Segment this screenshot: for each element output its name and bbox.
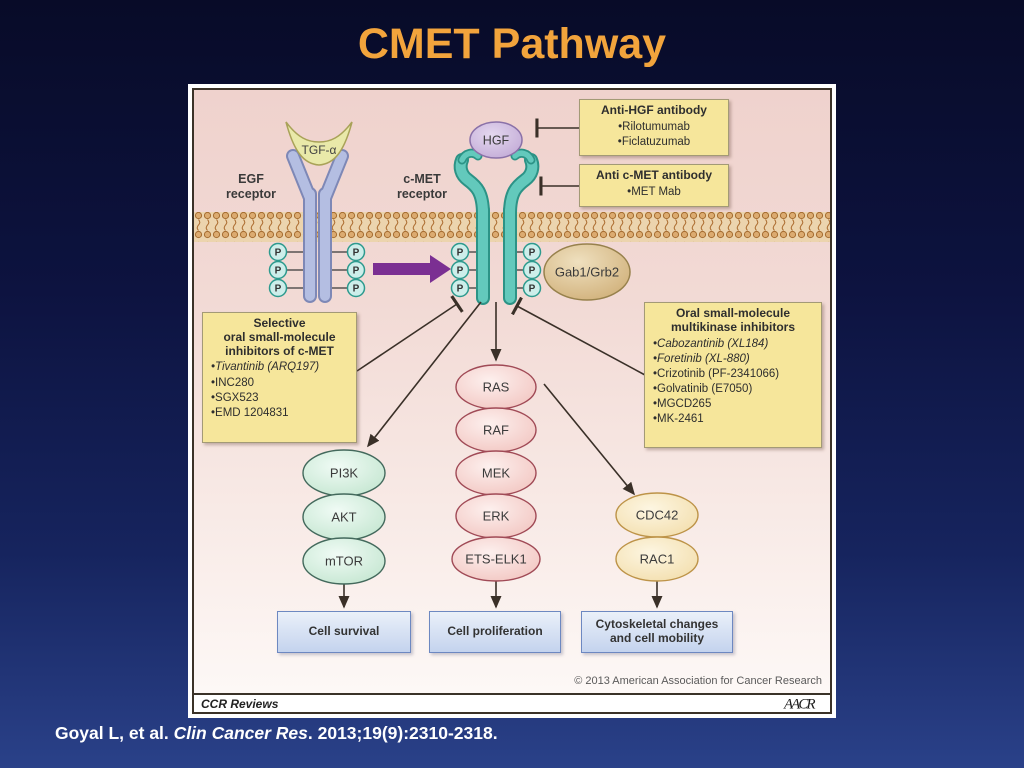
box-title: Selective oral small-molecule inhibitors… [223, 316, 336, 358]
outcome-cytoskeletal-changes: Cytoskeletal changes and cell mobility [581, 611, 733, 653]
p-circle: P [522, 278, 542, 298]
hgf-ligand: HGF [469, 121, 523, 159]
drug-item: Foretinib (XL-880) [653, 352, 818, 367]
svg-text:P: P [529, 266, 536, 277]
p-circle: P [450, 242, 470, 262]
pathway-diagram: TGF-α [194, 90, 830, 693]
svg-text:P: P [529, 284, 536, 295]
node-ras: RAS [483, 380, 510, 395]
node-akt: AKT [331, 510, 356, 525]
drug-item: MK-2461 [653, 412, 818, 427]
node-mtor: mTOR [325, 554, 363, 569]
svg-text:P: P [275, 248, 282, 259]
gab1-grb2-label: Gab1/Grb2 [555, 265, 619, 280]
outcome-cell-survival: Cell survival [277, 611, 411, 653]
svg-text:AACR: AACR [783, 697, 815, 712]
page-title: CMET Pathway [357, 20, 667, 68]
node-ets-elk1: ETS-ELK1 [465, 552, 526, 567]
svg-text:P: P [275, 266, 282, 277]
p-circle: P [450, 278, 470, 298]
mapk-cascade: RAS RAF MEK ERK ETS-ELK1 [451, 364, 541, 582]
drug-item: MET Mab [583, 185, 725, 200]
drug-item: Crizotinib (PF-2341066) [653, 367, 818, 382]
node-rac1: RAC1 [640, 552, 675, 567]
drug-item: EMD 1204831 [211, 406, 353, 421]
box-title: Anti c-MET antibody [596, 168, 712, 182]
anti-hgf-antibody-box: Anti-HGF antibody Rilotumumab Ficlatuzum… [579, 99, 729, 156]
aacr-logo-icon: AACR [783, 697, 817, 712]
citation-details: . 2013;19(9):2310-2318. [307, 723, 498, 743]
p-circle: P [522, 242, 542, 262]
svg-text:P: P [353, 248, 360, 259]
node-pi3k: PI3K [330, 466, 359, 481]
svg-text:P: P [529, 248, 536, 259]
pi3k-cascade: PI3K AKT mTOR [302, 449, 386, 585]
p-circle: P [268, 260, 288, 280]
drug-item: Ficlatuzumab [583, 135, 725, 150]
p-circle: P [268, 242, 288, 262]
egf-receptor-label: EGF receptor [225, 172, 277, 201]
rho-cascade: CDC42 RAC1 [615, 492, 699, 582]
phosphate-ticks [287, 251, 523, 289]
p-circle: P [268, 278, 288, 298]
drug-item: Rilotumumab [583, 120, 725, 135]
outcome-cell-proliferation: Cell proliferation [429, 611, 561, 653]
copyright-notice: © 2013 American Association for Cancer R… [574, 675, 822, 687]
node-erk: ERK [483, 509, 510, 524]
tgf-alpha-ligand: TGF-α [285, 121, 353, 166]
node-cdc42: CDC42 [636, 508, 679, 523]
pathway-artwork: TGF-α [194, 118, 830, 609]
svg-text:P: P [457, 284, 464, 295]
node-raf: RAF [483, 423, 509, 438]
drug-item: MGCD265 [653, 397, 818, 412]
gab1-grb2-adapter: Gab1/Grb2 [543, 243, 631, 301]
citation-authors: Goyal L, et al. [55, 723, 174, 743]
egf-receptor-shape [286, 149, 349, 303]
svg-text:P: P [353, 284, 360, 295]
p-circle: P [346, 242, 366, 262]
phosphate-sites: P P P P P [268, 242, 542, 298]
hgf-label: HGF [483, 134, 510, 148]
anti-cmet-antibody-box: Anti c-MET antibody MET Mab [579, 164, 729, 207]
cmet-receptor-shape [453, 148, 540, 305]
p-circle: P [450, 260, 470, 280]
cmet-receptor-label: c-MET receptor [396, 172, 448, 201]
p-circle: P [522, 260, 542, 280]
drug-item: Cabozantinib (XL184) [653, 337, 818, 352]
p-circle: P [346, 260, 366, 280]
svg-text:P: P [457, 248, 464, 259]
box-title: Oral small-molecule multikinase inhibito… [670, 306, 796, 334]
selective-inhibitors-box: Selective oral small-molecule inhibitors… [202, 312, 357, 443]
drug-item: Tivantinib (ARQ197) [211, 360, 353, 375]
p-circle: P [346, 278, 366, 298]
svg-text:P: P [457, 266, 464, 277]
pathway-figure-frame: TGF-α [192, 88, 832, 714]
figure-footer: CCR Reviews AACR [194, 693, 830, 712]
pathway-figure: TGF-α [188, 84, 836, 718]
drug-item: Golvatinib (E7050) [653, 382, 818, 397]
box-title: Anti-HGF antibody [601, 103, 707, 117]
drug-item: INC280 [211, 376, 353, 391]
node-mek: MEK [482, 466, 511, 481]
multikinase-inhibitors-box: Oral small-molecule multikinase inhibito… [644, 302, 822, 448]
transactivation-arrow [373, 255, 451, 283]
tgf-alpha-label: TGF-α [302, 143, 337, 157]
drug-item: SGX523 [211, 391, 353, 406]
citation-journal: Clin Cancer Res [173, 723, 308, 743]
journal-series-label: CCR Reviews [201, 696, 279, 711]
svg-text:P: P [275, 284, 282, 295]
citation: Goyal L, et al. Clin Cancer Res. 2013;19… [55, 723, 498, 744]
signal-arrows [338, 118, 663, 609]
svg-text:P: P [353, 266, 360, 277]
